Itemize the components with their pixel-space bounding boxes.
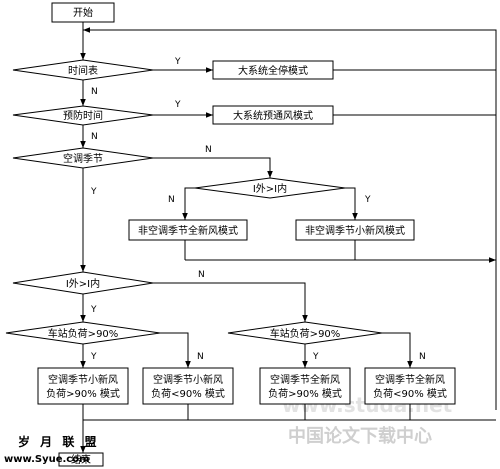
decision-prevent-time: [12, 105, 154, 126]
decision-schedule-label: 时间表: [68, 64, 98, 77]
edge-outin1-nonacfull: [182, 187, 195, 220]
branch-label-load2-no: N: [419, 352, 426, 362]
logo-watermark-en: www.Syue.com: [4, 454, 90, 465]
branch-label-outin2-no: N: [198, 270, 205, 280]
decision-load-1: [5, 321, 161, 345]
decision-ac-season: [12, 147, 154, 169]
process-ac-min-fresh-load-lt-line1: 空调季节小新风: [153, 373, 223, 386]
start-terminal: [51, 2, 115, 23]
process-ac-full-fresh-load-lt-line2: 负荷<90% 模式: [373, 387, 447, 400]
decision-load-1-label: 车站负荷>90%: [48, 327, 119, 340]
start-label: 开始: [73, 6, 93, 19]
process-ac-full-fresh-load-gt: [259, 367, 351, 405]
decision-out-gt-in-1-label: I外>I内: [253, 182, 287, 195]
process-non-ac-min-fresh: [295, 219, 415, 241]
branch-label-schedule-yes: Y: [174, 57, 181, 67]
branch-label-load1-yes: Y: [90, 352, 97, 362]
decision-out-gt-in-2: [12, 271, 154, 295]
process-ac-min-fresh-load-gt-line2: 负荷>90% 模式: [46, 387, 120, 400]
process-ac-min-fresh-load-lt: [142, 367, 234, 405]
decision-out-gt-in-1: [194, 177, 346, 199]
edges: [80, 22, 497, 453]
branch-labels: Y N Y N N Y N Y N Y Y N Y N: [90, 57, 426, 362]
branch-label-acseason-yes: Y: [90, 187, 97, 197]
edge-acseason-outin1: [153, 157, 273, 178]
process-non-ac-full-fresh: [128, 219, 248, 241]
decision-load-2-label: 车站负荷>90%: [270, 327, 341, 340]
process-ac-full-fresh-load-lt-line1: 空调季节全新风: [375, 373, 445, 386]
process-ac-min-fresh-load-gt: [37, 367, 129, 405]
process-ac-min-fresh-load-lt-line2: 负荷<90% 模式: [151, 387, 225, 400]
watermark-site-cn: 中国论文下载中心: [288, 425, 432, 447]
edge-load2-acfulllt: [382, 332, 413, 368]
branch-label-load2-yes: Y: [312, 352, 319, 362]
branch-label-load1-no: N: [197, 352, 204, 362]
edge-load1-acminlt: [160, 332, 191, 368]
process-non-ac-min-fresh-label: 非空调季节小新风模式: [305, 224, 405, 237]
branch-label-schedule-no: N: [91, 87, 98, 97]
decision-out-gt-in-2-label: I外>I内: [66, 277, 100, 290]
edge-outin1-nonacmin: [345, 187, 358, 220]
logo-watermark-cn: 岁 月 联 盟: [18, 434, 100, 449]
decision-ac-season-label: 空调季节: [63, 152, 103, 165]
decision-prevent-time-label: 预防时间: [63, 109, 103, 122]
process-prevent-vent-label: 大系统预通风模式: [233, 109, 313, 122]
decision-load-2: [227, 321, 383, 345]
end-terminal: [58, 452, 104, 467]
branch-label-acseason-no: N: [205, 145, 212, 155]
process-ac-full-fresh-load-gt-line1: 空调季节全新风: [270, 373, 340, 386]
edge-outin2-load2: [153, 282, 308, 322]
process-prevent-vent: [212, 105, 334, 125]
branch-label-outin1-yes: Y: [364, 195, 371, 205]
process-ac-min-fresh-load-gt-line1: 空调季节小新风: [48, 373, 118, 386]
end-label: 结束: [71, 453, 91, 466]
process-non-ac-full-fresh-label: 非空调季节全新风模式: [138, 224, 238, 237]
decision-schedule: [12, 59, 154, 81]
process-ac-full-fresh-load-gt-line2: 负荷>90% 模式: [268, 387, 342, 400]
branch-label-outin2-yes: Y: [90, 305, 97, 315]
process-all-stop: [212, 60, 334, 80]
process-ac-full-fresh-load-lt: [364, 367, 456, 405]
process-all-stop-label: 大系统全停模式: [238, 64, 308, 77]
branch-label-prevent-yes: Y: [174, 100, 181, 110]
branch-label-prevent-no: N: [91, 132, 98, 142]
branch-label-outin1-no: N: [168, 195, 175, 205]
edge-loop-return: [83, 27, 497, 410]
